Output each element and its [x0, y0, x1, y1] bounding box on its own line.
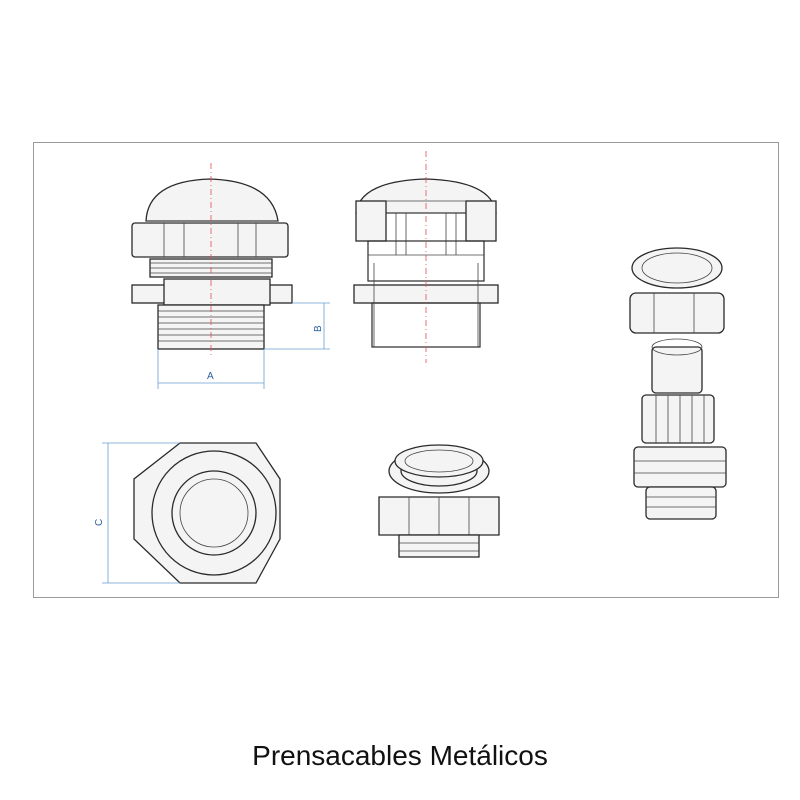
front-elevation-view [131, 163, 293, 357]
dimension-c: C [94, 442, 180, 584]
assembled-isometric-view [378, 444, 500, 558]
dimension-b: B [264, 302, 330, 350]
top-plan-view [133, 442, 281, 584]
exploded-isometric-view [629, 247, 727, 520]
drawing-frame: A B C [33, 142, 779, 598]
dimension-b-label: B [313, 325, 324, 332]
section-view [353, 151, 499, 363]
figure-caption: Prensacables Metálicos [252, 740, 548, 771]
dimension-a: A [157, 349, 265, 389]
dimension-c-label: C [94, 519, 105, 526]
dimension-a-label: A [207, 371, 214, 382]
